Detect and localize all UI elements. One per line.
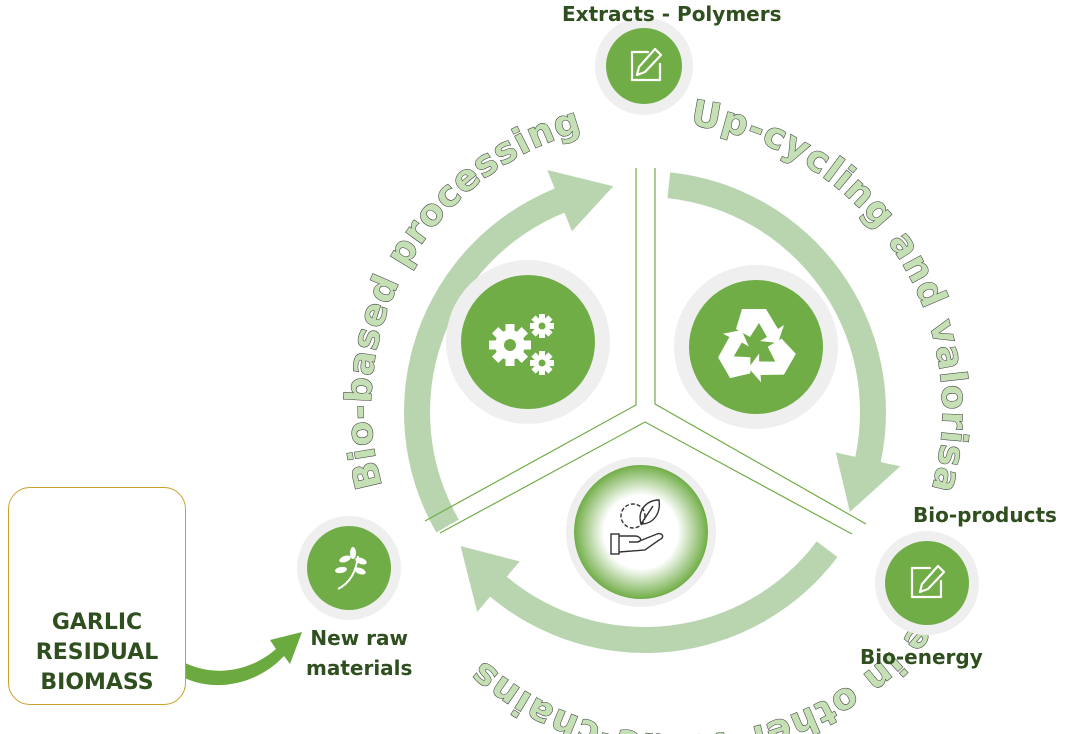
source-title: GARLIC RESIDUAL BIOMASS bbox=[9, 608, 185, 698]
node-label-bio-products: Bio-products bbox=[913, 503, 1057, 527]
stage-node-value-chains[interactable] bbox=[566, 457, 716, 607]
source-garlic-biomass-box: GARLIC RESIDUAL BIOMASS bbox=[8, 487, 186, 705]
node-label-line: materials bbox=[306, 656, 413, 680]
edit-pencil-icon bbox=[630, 47, 663, 82]
stage-node-upcycling[interactable] bbox=[674, 265, 838, 429]
source-title-line: RESIDUAL bbox=[35, 640, 159, 665]
recycle-icon bbox=[718, 309, 796, 383]
plant-sprig-icon bbox=[335, 547, 367, 590]
node-raw-materials[interactable] bbox=[297, 516, 401, 620]
divider-right bbox=[654, 168, 867, 525]
cycle-arrows bbox=[404, 170, 901, 653]
arrow-bio-based-processing bbox=[404, 170, 614, 533]
node-bio-products[interactable] bbox=[875, 531, 979, 635]
hand-gear-leaf-icon bbox=[610, 499, 664, 555]
input-arrow bbox=[174, 632, 302, 686]
node-label-extracts: Extracts - Polymers bbox=[562, 2, 782, 26]
divider-bottom bbox=[439, 421, 853, 535]
node-extracts[interactable] bbox=[595, 17, 693, 115]
stage-node-processing[interactable] bbox=[446, 260, 610, 424]
divider-left bbox=[424, 168, 637, 522]
arrow-up-cycling bbox=[667, 172, 901, 512]
sector-dividers bbox=[424, 168, 867, 535]
edit-pencil-icon bbox=[910, 564, 946, 599]
source-title-line: GARLIC bbox=[51, 610, 143, 635]
source-title-line: BIOMASS bbox=[40, 670, 154, 695]
node-label-bio-energy: Bio-energy bbox=[860, 645, 983, 669]
gears-icon bbox=[489, 314, 554, 375]
node-label-line: New raw bbox=[310, 626, 408, 650]
node-label-raw-materials: New raw materials bbox=[306, 623, 412, 683]
arrow-other-value-chains bbox=[460, 541, 838, 653]
